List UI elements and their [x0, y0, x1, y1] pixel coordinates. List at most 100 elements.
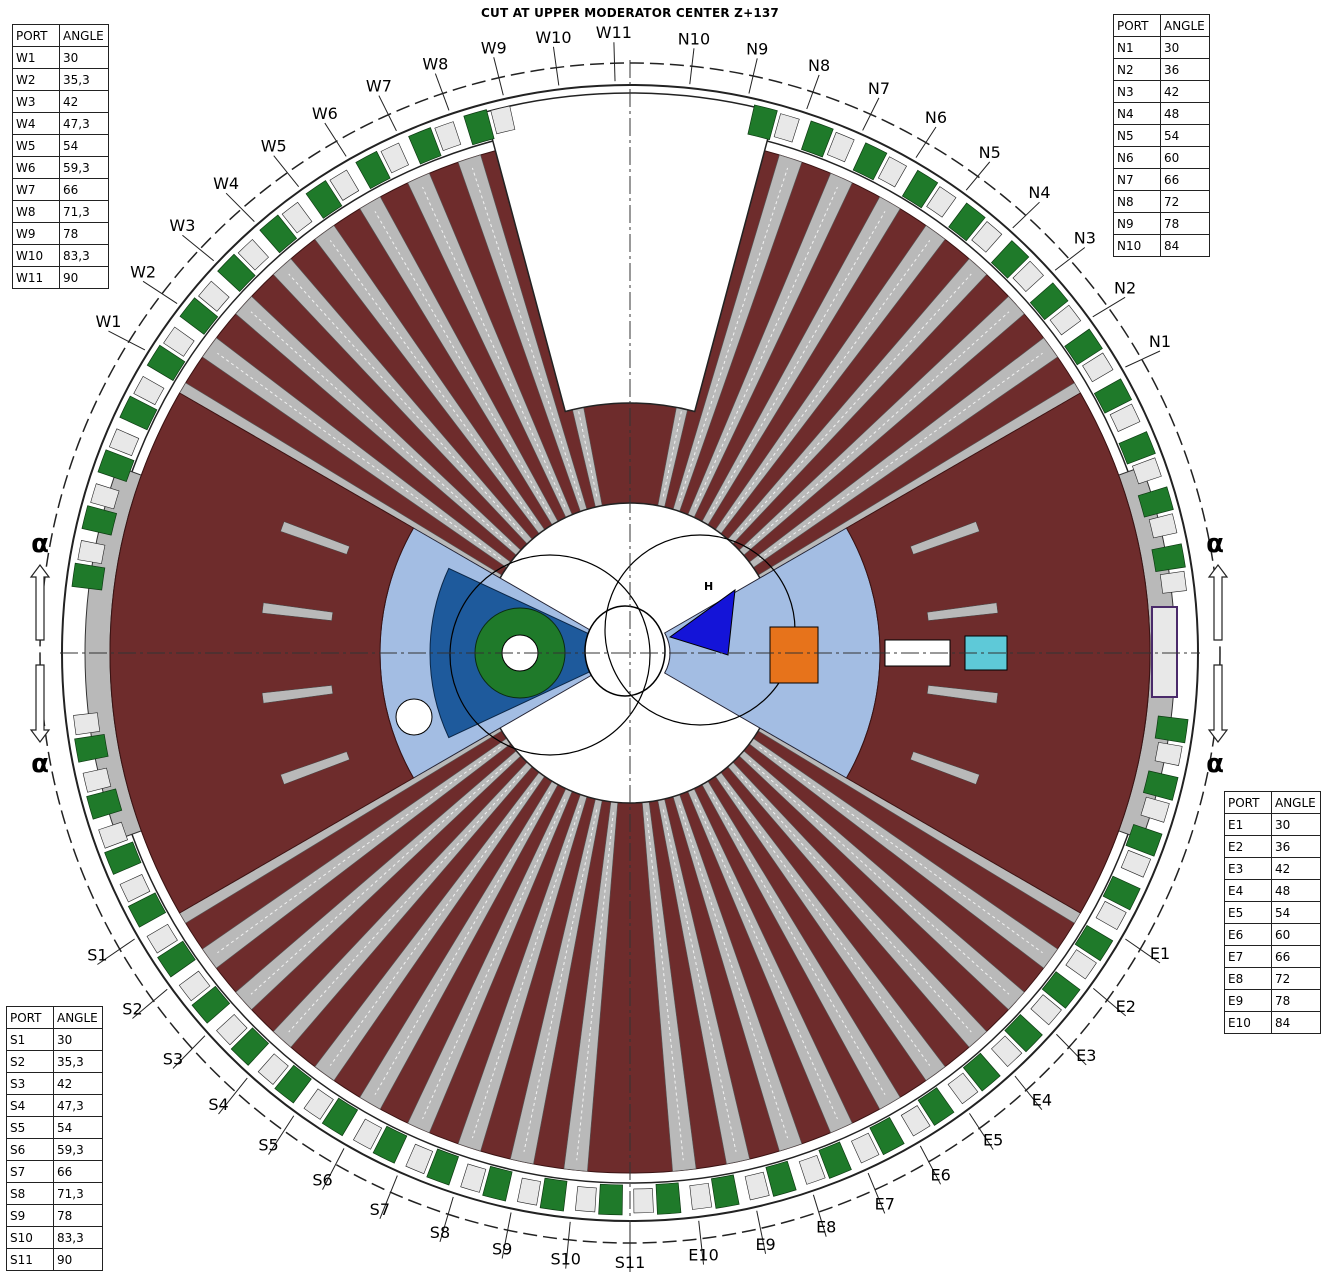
angle-cell: 35,3: [53, 1050, 103, 1073]
port-cell: W9: [12, 222, 60, 245]
port-leader-line: [748, 58, 758, 94]
port-mechanism: [257, 1053, 289, 1085]
port-leader-line: [1056, 1033, 1087, 1066]
channel-centerline: [329, 782, 537, 1066]
port-leader-line: [862, 97, 880, 131]
port-label-e8: E8: [816, 1218, 836, 1237]
port-shutter-block: [710, 1174, 740, 1209]
port-shutter-block: [157, 940, 196, 978]
port-label-e5: E5: [983, 1131, 1003, 1150]
angle-cell: 48: [1160, 102, 1210, 125]
rotate-arrow-up: [29, 564, 51, 641]
port-leader-line: [182, 234, 215, 262]
angle-cell: 54: [53, 1116, 103, 1139]
port-mechanism: [98, 821, 129, 849]
port-label-w3: W3: [169, 216, 195, 235]
port-mechanism: [1140, 796, 1170, 823]
port-mechanism: [991, 1035, 1023, 1067]
port-leader-line: [1054, 247, 1086, 271]
port-mechanism: [237, 239, 269, 271]
channel-centerline: [678, 805, 789, 1139]
angle-cell: 72: [1160, 190, 1210, 213]
port-cell: S8: [6, 1182, 54, 1205]
port-mechanism: [517, 1177, 541, 1206]
port-shutter-block: [259, 214, 298, 254]
angle-cell: 78: [53, 1204, 103, 1227]
port-leader-line: [552, 46, 560, 86]
channel-centerline: [250, 311, 512, 547]
port-mechanism: [90, 483, 120, 510]
east-port-frame: [1151, 606, 1178, 698]
port-cell: E3: [1224, 857, 1272, 880]
port-mechanism: [1065, 949, 1097, 980]
channel-centerline: [422, 798, 566, 1120]
port-cell: N4: [1113, 102, 1161, 125]
port-label-e7: E7: [875, 1194, 895, 1213]
port-mechanism: [1049, 304, 1082, 336]
port-mechanism: [575, 1186, 597, 1213]
port-leader-line: [969, 1113, 994, 1150]
port-label-n8: N8: [808, 56, 830, 75]
port-cell: S1: [6, 1028, 54, 1051]
port-leader-line: [322, 1148, 345, 1190]
angle-cell: 54: [1160, 124, 1210, 147]
port-label-s9: S9: [492, 1240, 512, 1259]
port-cell: N3: [1113, 80, 1161, 103]
port-leader-line: [218, 1077, 248, 1115]
port-label-n5: N5: [979, 143, 1001, 162]
port-mechanism: [281, 201, 313, 234]
port-leader-line: [97, 938, 135, 965]
port-mechanism: [1159, 570, 1187, 594]
port-shutter-block: [852, 142, 888, 181]
side-insert-bar: [910, 521, 980, 555]
angle-cell: 47,3: [53, 1094, 103, 1117]
alpha-symbol: α: [1206, 749, 1224, 779]
angle-cell: 36: [1160, 58, 1210, 81]
port-label-s11: S11: [615, 1253, 646, 1272]
port-shutter-block: [1142, 770, 1179, 801]
angle-cell: 84: [1271, 1011, 1321, 1034]
channel-centerline: [250, 759, 512, 995]
header-port: PORT: [1224, 791, 1272, 814]
angle-cell: 47,3: [59, 112, 109, 135]
port-mechanism: [490, 105, 516, 135]
port-leader-line: [108, 330, 146, 351]
angle-cell: 59,3: [59, 156, 109, 179]
port-shutter-block: [191, 985, 231, 1024]
port-mechanism: [744, 1171, 770, 1201]
angle-cell: 48: [1271, 879, 1321, 902]
port-leader-line: [225, 192, 255, 222]
angle-cell: 83,3: [53, 1226, 103, 1249]
port-label-s8: S8: [430, 1223, 450, 1242]
port-mechanism: [198, 280, 230, 312]
port-label-w9: W9: [481, 38, 507, 57]
port-shutter-block: [1125, 824, 1163, 857]
port-mechanism: [1154, 742, 1183, 766]
channel-centerline: [374, 211, 551, 515]
port-leader-line: [493, 57, 504, 96]
port-shutter-block: [119, 395, 158, 431]
port-leader-line: [867, 1172, 886, 1214]
side-insert-bar: [280, 521, 350, 555]
channel-centerline: [329, 240, 537, 524]
moderator-core: [584, 605, 666, 697]
channel-centerline: [723, 240, 931, 524]
port-mechanism: [1148, 513, 1178, 539]
angle-cell: 54: [59, 134, 109, 157]
port-leader-line: [806, 74, 820, 110]
port-label-n2: N2: [1114, 278, 1136, 297]
port-label-w11: W11: [596, 23, 632, 42]
